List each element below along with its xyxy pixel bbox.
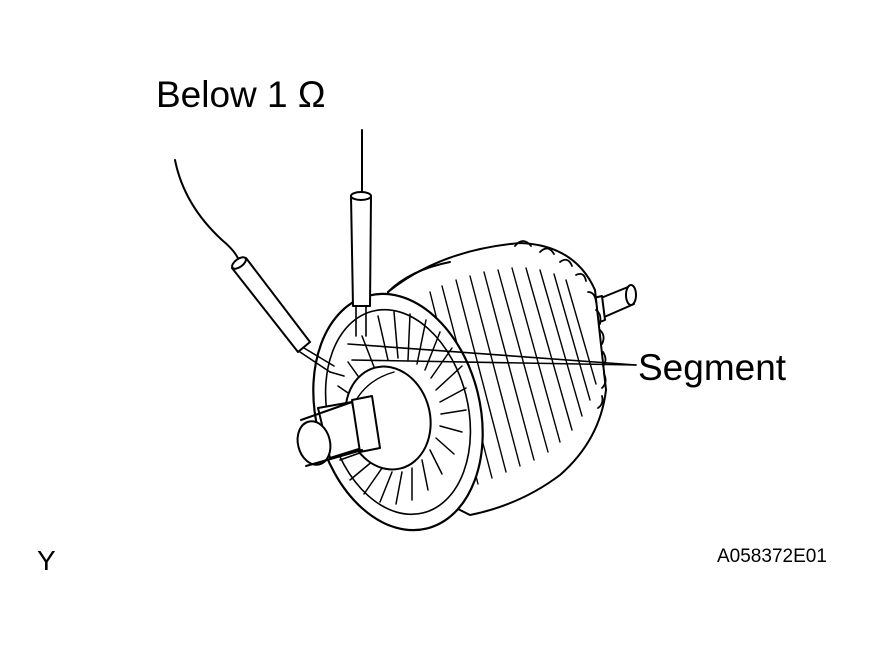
corner-mark-label: Y — [37, 545, 56, 576]
segment-leader-lines — [347, 343, 637, 366]
probe-b — [350, 129, 372, 337]
figure-code-label: A058372E01 — [717, 546, 827, 567]
resistance-spec-label: Below 1 Ω — [156, 74, 326, 115]
front-shaft — [296, 395, 381, 467]
segment-callout-label: Segment — [638, 347, 787, 388]
probe-a — [174, 159, 345, 377]
